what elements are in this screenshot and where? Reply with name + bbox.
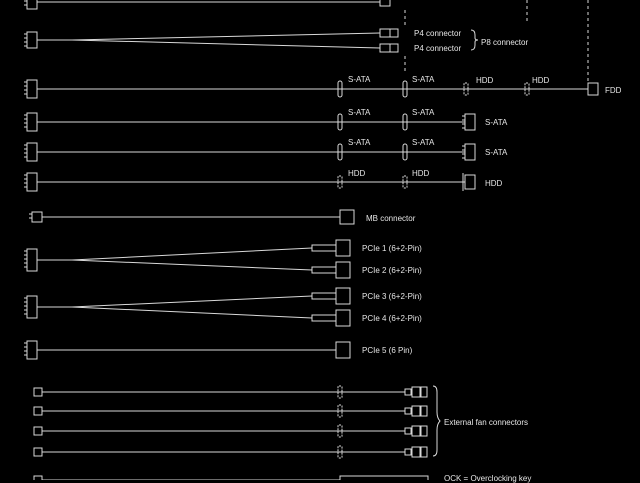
fan-connector xyxy=(404,448,412,456)
pcie-2pin xyxy=(311,244,337,252)
cable xyxy=(71,306,313,319)
cable xyxy=(71,295,313,308)
cable xyxy=(71,259,313,271)
psu-plug xyxy=(26,79,38,99)
label-sata: S-ATA xyxy=(348,75,371,84)
label-pcie-2: PCIe 2 (6+2-Pin) xyxy=(362,266,422,275)
label-hdd: HDD xyxy=(412,169,430,178)
psu-plug xyxy=(26,31,38,49)
cable xyxy=(71,39,381,49)
sata-connector xyxy=(337,113,343,131)
pcie-connector xyxy=(335,287,351,305)
psu-plug xyxy=(26,0,38,10)
fan-connector xyxy=(404,427,412,435)
ock-connector xyxy=(339,475,429,480)
fan-plug xyxy=(33,406,43,416)
fan-plug xyxy=(33,387,43,397)
label-pcie-1: PCIe 1 (6+2-Pin) xyxy=(362,244,422,253)
p8-brace xyxy=(470,29,479,51)
molex-connector xyxy=(463,82,469,96)
psu-plug xyxy=(26,248,38,272)
fan-connector xyxy=(420,386,428,398)
hdd-end-connector xyxy=(464,174,476,190)
label-hdd: HDD xyxy=(348,169,366,178)
label-pcie-3: PCIe 3 (6+2-Pin) xyxy=(362,292,422,301)
label-sata: S-ATA xyxy=(412,75,435,84)
fan-connector xyxy=(420,425,428,437)
sata-end-connector xyxy=(464,113,476,131)
label-pcie-5: PCIe 5 (6 Pin) xyxy=(362,346,413,355)
molex-connector xyxy=(337,445,343,459)
molex-connector xyxy=(402,175,408,189)
p4-connector xyxy=(379,43,391,53)
fan-connector xyxy=(420,405,428,417)
sata-connector xyxy=(402,113,408,131)
label-p4-a: P4 connector xyxy=(414,29,462,38)
label-sata: S-ATA xyxy=(485,118,508,127)
label-sata: S-ATA xyxy=(412,138,435,147)
fan-connector xyxy=(411,386,421,398)
sata-end-connector xyxy=(464,143,476,161)
fan-connector xyxy=(411,405,421,417)
cpu-connector xyxy=(379,0,391,7)
fan-connector xyxy=(404,407,412,415)
fan-plug xyxy=(33,447,43,457)
p4-connector xyxy=(389,28,399,38)
label-p4-b: P4 connector xyxy=(414,44,462,53)
label-p8: P8 connector xyxy=(481,38,529,47)
sata-connector xyxy=(337,80,343,98)
cable xyxy=(71,247,313,261)
psu-plug xyxy=(26,172,38,192)
sata-connector xyxy=(402,143,408,161)
mb-connector xyxy=(339,209,355,225)
label-hdd: HDD xyxy=(485,179,503,188)
psu-plug xyxy=(31,211,43,223)
molex-connector xyxy=(337,175,343,189)
molex-connector xyxy=(337,385,343,399)
label-sata: S-ATA xyxy=(412,108,435,117)
fdd-connector xyxy=(587,82,599,96)
molex-connector xyxy=(337,424,343,438)
fan-plug xyxy=(33,426,43,436)
sata-connector xyxy=(337,143,343,161)
label-mb: MB connector xyxy=(366,214,416,223)
label-ock: OCK = Overclocking key xyxy=(444,474,532,483)
pcie-2pin xyxy=(311,314,337,322)
cable xyxy=(71,32,381,41)
psu-plug xyxy=(26,295,38,319)
fan-connector xyxy=(404,388,412,396)
pcie-connector xyxy=(335,239,351,257)
label-sata: S-ATA xyxy=(348,108,371,117)
psu-plug xyxy=(26,340,38,360)
p4-connector xyxy=(379,28,391,38)
fan-connector xyxy=(411,446,421,458)
pcie-connector xyxy=(335,341,351,359)
label-sata: S-ATA xyxy=(485,148,508,157)
sata-connector xyxy=(402,80,408,98)
molex-connector xyxy=(337,404,343,418)
psu-plug xyxy=(26,142,38,162)
fan-brace xyxy=(432,385,441,457)
pcie-2pin xyxy=(311,292,337,300)
p4-connector xyxy=(389,43,399,53)
label-hdd: HDD xyxy=(532,76,550,85)
label-fdd: FDD xyxy=(605,86,622,95)
label-sata: S-ATA xyxy=(348,138,371,147)
ock-plug xyxy=(33,475,43,480)
fan-connector xyxy=(411,425,421,437)
psu-plug xyxy=(26,112,38,132)
label-pcie-4: PCIe 4 (6+2-Pin) xyxy=(362,314,422,323)
pcie-connector xyxy=(335,309,351,327)
pcie-connector xyxy=(335,261,351,279)
molex-connector xyxy=(524,82,530,96)
label-fans: External fan connectors xyxy=(444,418,529,427)
label-hdd: HDD xyxy=(476,76,494,85)
fan-connector xyxy=(420,446,428,458)
pcie-2pin xyxy=(311,266,337,274)
